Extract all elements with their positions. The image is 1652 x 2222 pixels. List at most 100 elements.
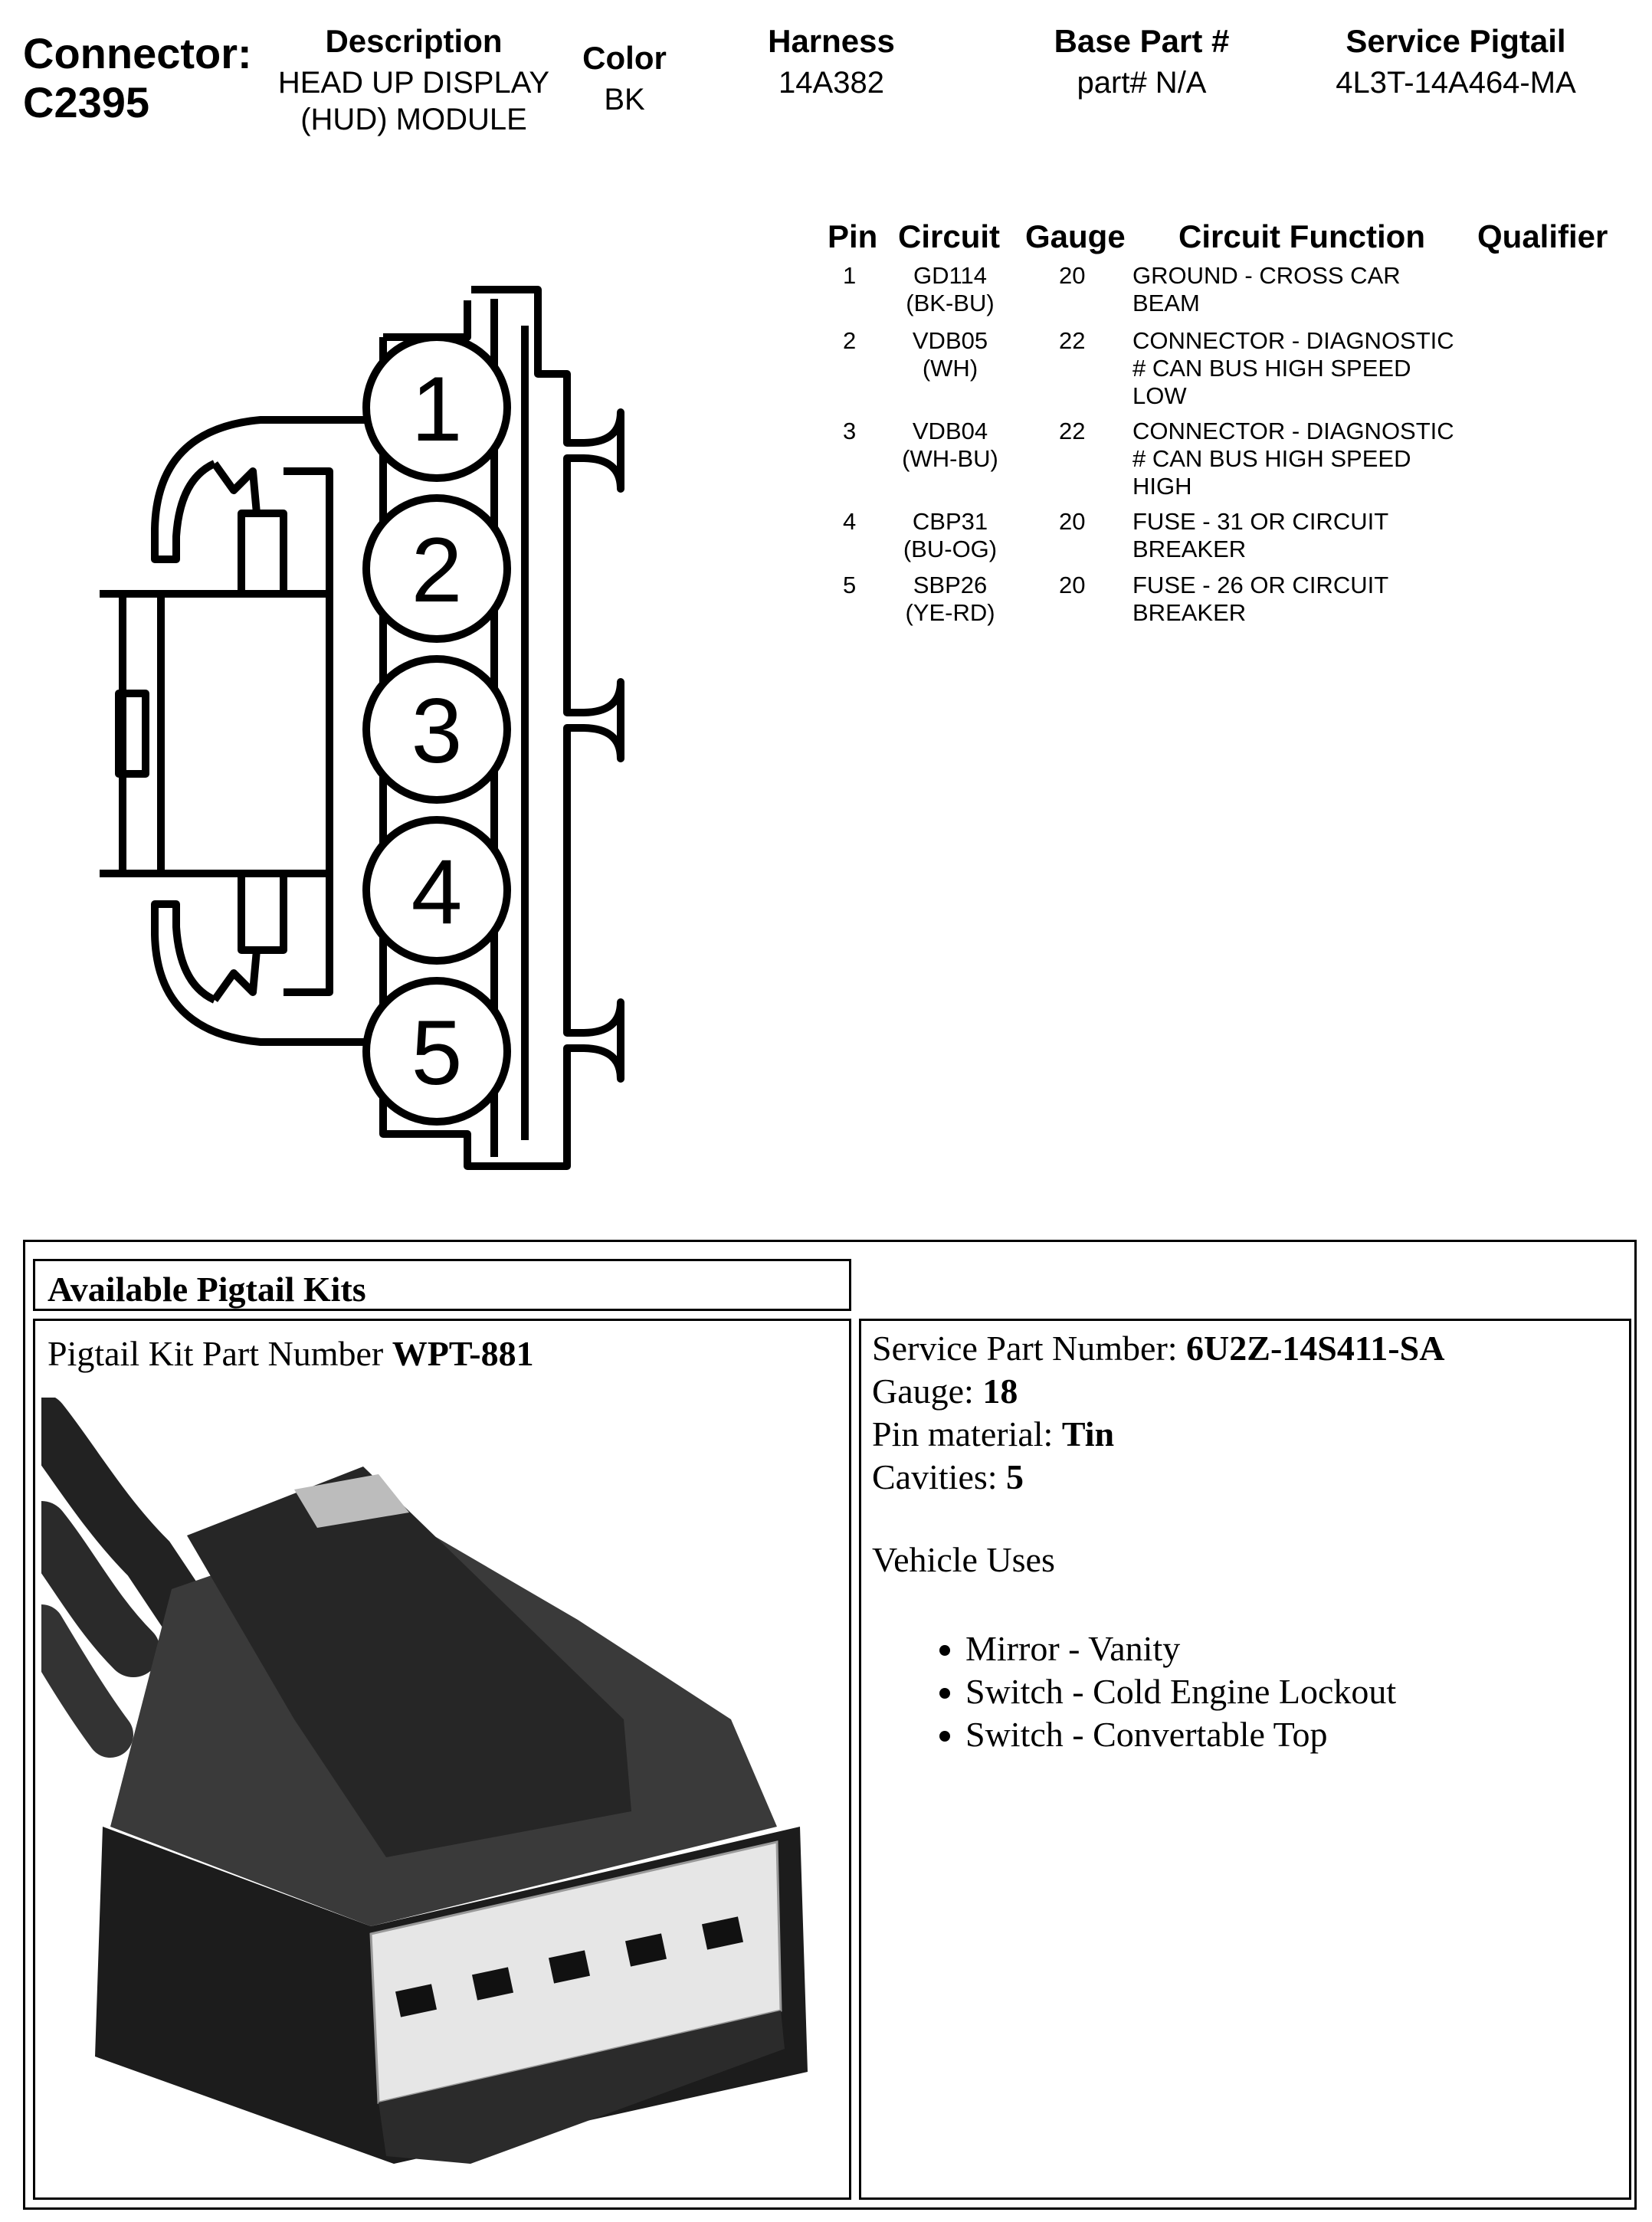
row2-circuit-color: (WH) — [922, 355, 978, 382]
pin-label-5: 5 — [411, 1001, 463, 1104]
cavities-label: Cavities: — [872, 1457, 1007, 1496]
photo-wire-3 — [41, 1604, 133, 1758]
row4-circuit-color: (BU-OG) — [903, 536, 998, 562]
description-column: Description HEAD UP DISPLAY (HUD) MODULE — [261, 23, 567, 138]
pin-material-label: Pin material: — [872, 1414, 1062, 1453]
row1-circuit-id: GD114 — [913, 262, 987, 289]
service-part-number-line: Service Part Number: 6U2Z-14S411-SA — [872, 1327, 1618, 1370]
vehicle-use-item: Switch - Convertable Top — [965, 1713, 1618, 1756]
row3-circuit-color: (WH-BU) — [902, 445, 998, 472]
connector-heading: Connector: C2395 — [23, 29, 252, 127]
description-line2: (HUD) MODULE — [300, 103, 527, 136]
pin-label-3: 3 — [411, 680, 463, 782]
service-part-number-value: 6U2Z-14S411-SA — [1186, 1329, 1445, 1368]
row4-function: FUSE - 31 OR CIRCUIT BREAKER — [1132, 508, 1388, 563]
kit-part-number-line: Pigtail Kit Part Number WPT-881 — [48, 1333, 534, 1374]
row5-circuit: SBP26 (YE-RD) — [889, 572, 1011, 627]
col-header-pin: Pin — [828, 218, 878, 254]
row3-function-line2: # CAN BUS HIGH SPEED — [1132, 445, 1411, 472]
connector-pinout-diagram: 1 2 3 4 5 — [100, 286, 624, 1170]
latch-slot-upper — [284, 467, 333, 594]
latch-upper-tab — [211, 461, 261, 517]
vehicle-uses-list: Mirror - Vanity Switch - Cold Engine Loc… — [872, 1627, 1618, 1756]
row3-pin: 3 — [843, 418, 857, 444]
pigtail-kits-panel: Available Pigtail Kits Pigtail Kit Part … — [23, 1240, 1637, 2210]
kits-title: Available Pigtail Kits — [48, 1270, 366, 1309]
kit-part-number-value: WPT-881 — [392, 1334, 534, 1373]
kit-part-number-label: Pigtail Kit Part Number — [48, 1334, 392, 1373]
row5-function: FUSE - 26 OR CIRCUIT BREAKER — [1132, 572, 1388, 627]
pin-label-1: 1 — [411, 358, 463, 460]
photo-latch — [187, 1467, 631, 1857]
base-part-value: part# N/A — [1077, 66, 1207, 100]
row1-circuit: GD114 (BK-BU) — [889, 262, 1011, 317]
cavities-line: Cavities: 5 — [872, 1456, 1618, 1499]
pin-circle-2 — [362, 494, 511, 643]
row5-function-line2: BREAKER — [1132, 599, 1247, 626]
row2-pin: 2 — [843, 327, 857, 354]
pin-label-4: 4 — [411, 841, 463, 943]
harness-column: Harness 14A382 — [736, 23, 927, 101]
row4-gauge: 20 — [1059, 508, 1086, 535]
latch-lower-post — [238, 870, 287, 954]
row3-function-line1: CONNECTOR - DIAGNOSTIC — [1132, 418, 1454, 444]
gauge-label: Gauge: — [872, 1372, 983, 1411]
row3-circuit: VDB04 (WH-BU) — [889, 418, 1011, 473]
row2-circuit: VDB05 (WH) — [889, 327, 1011, 382]
row4-function-line2: BREAKER — [1132, 536, 1247, 562]
photo-housing-bottom-lip — [379, 2011, 785, 2164]
gauge-line: Gauge: 18 — [872, 1370, 1618, 1413]
service-pigtail-value: 4L3T-14A464-MA — [1336, 66, 1576, 100]
vehicle-use-item: Mirror - Vanity — [965, 1627, 1618, 1670]
service-pigtail-column: Service Pigtail 4L3T-14A464-MA — [1303, 23, 1609, 101]
latch-slot-lower — [284, 873, 333, 996]
pin-circle-3 — [362, 655, 511, 804]
row2-function: CONNECTOR - DIAGNOSTIC # CAN BUS HIGH SP… — [1132, 327, 1454, 410]
row1-function-line1: GROUND - CROSS CAR — [1132, 262, 1401, 289]
latch-lower-tab — [211, 946, 261, 1002]
row5-pin: 5 — [843, 572, 857, 598]
harness-label: Harness — [768, 23, 895, 59]
row2-circuit-id: VDB05 — [912, 327, 988, 354]
kit-specs-cell: Service Part Number: 6U2Z-14S411-SA Gaug… — [859, 1319, 1631, 2200]
row5-circuit-color: (YE-RD) — [905, 599, 995, 626]
row3-function: CONNECTOR - DIAGNOSTIC # CAN BUS HIGH SP… — [1132, 418, 1454, 500]
pin-material-value: Tin — [1061, 1414, 1115, 1453]
pin-material-line: Pin material: Tin — [872, 1413, 1618, 1456]
pin-circle-1 — [362, 333, 511, 482]
row1-function-line2: BEAM — [1132, 290, 1200, 316]
service-part-number-label: Service Part Number: — [872, 1329, 1187, 1368]
description-label: Description — [325, 23, 503, 59]
cavities-value: 5 — [1006, 1457, 1024, 1496]
photo-wire-2 — [41, 1501, 160, 1677]
row2-gauge: 22 — [1059, 327, 1086, 354]
row4-pin: 4 — [843, 508, 857, 535]
latch-upper-arm — [151, 416, 383, 563]
row1-gauge: 20 — [1059, 262, 1086, 289]
row4-circuit: CBP31 (BU-OG) — [889, 508, 1011, 563]
connector-id: C2395 — [23, 78, 150, 126]
kit-image-cell: Pigtail Kit Part Number WPT-881 — [33, 1319, 851, 2200]
description-line1: HEAD UP DISPLAY — [277, 66, 550, 100]
vehicle-uses-heading: Vehicle Uses — [872, 1540, 1055, 1579]
pigtail-connector-photo — [41, 1398, 808, 2164]
col-header-gauge: Gauge — [1025, 218, 1126, 254]
photo-latch-highlight — [294, 1474, 409, 1528]
color-column: Color BK — [559, 40, 690, 118]
base-part-column: Base Part # part# N/A — [1027, 23, 1257, 101]
vehicle-use-item: Switch - Cold Engine Lockout — [965, 1670, 1618, 1713]
col-header-circuit: Circuit — [898, 218, 1001, 254]
row1-circuit-color: (BK-BU) — [906, 290, 995, 316]
row4-function-line1: FUSE - 31 OR CIRCUIT — [1132, 508, 1389, 535]
housing-outer-outline — [464, 286, 624, 1170]
service-pigtail-label: Service Pigtail — [1346, 23, 1566, 59]
kits-title-cell: Available Pigtail Kits — [33, 1259, 851, 1311]
connector-label: Connector: — [23, 29, 252, 77]
photo-cavity-3 — [548, 1950, 591, 1984]
photo-cavity-4 — [624, 1933, 667, 1967]
row4-circuit-id: CBP31 — [912, 508, 988, 535]
row1-function: GROUND - CROSS CAR BEAM — [1132, 262, 1401, 317]
photo-cavity-2 — [471, 1967, 514, 2001]
row3-function-line3: HIGH — [1132, 473, 1192, 500]
pin-circle-4 — [362, 816, 511, 965]
